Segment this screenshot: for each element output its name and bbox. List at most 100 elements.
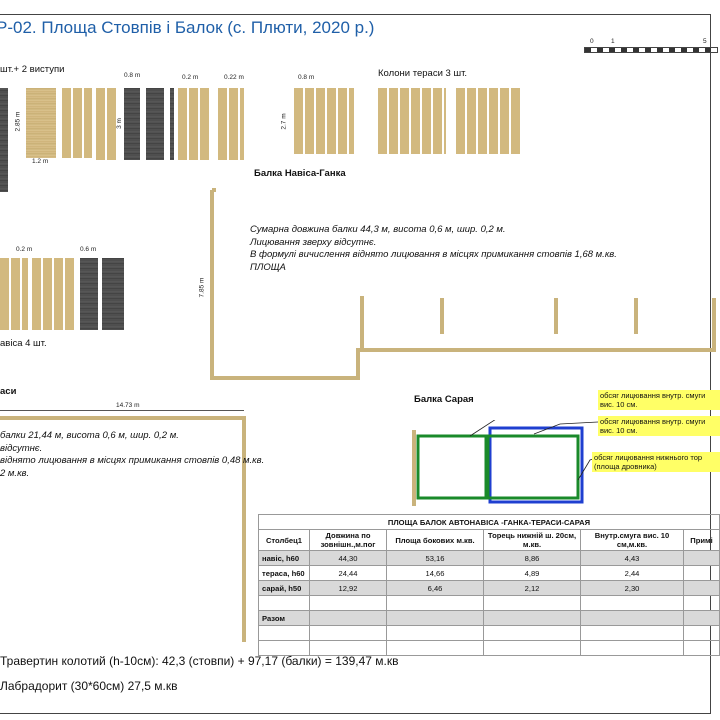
cell: навіс, h60 — [258, 550, 310, 566]
cell: сарай, h50 — [258, 580, 310, 596]
terrace-column-2 — [378, 88, 446, 154]
cell — [580, 625, 684, 641]
post-dark-edge — [0, 88, 8, 192]
cell — [683, 550, 720, 566]
table-row: тераса, h60 24,44 14,66 4,89 2,44 — [258, 565, 720, 581]
scale-label-0: 0 — [590, 38, 594, 45]
beam-terrace-note-3: віднято лицювання в місцях примикання ст… — [0, 455, 265, 466]
scale-label-5: 5 — [703, 38, 707, 45]
barn-callout-1-line-2: вис. 10 см. — [600, 400, 638, 409]
dim-0-6-canopy: 0.6 m — [80, 246, 97, 253]
post-dark-1 — [124, 88, 140, 160]
cell: 4,89 — [483, 565, 581, 581]
cell: 2,44 — [580, 565, 684, 581]
cell — [683, 610, 720, 626]
beam-terrace-heading: аси — [0, 386, 17, 397]
barn-callout-2: обсяг лицювання внутр. смуги вис. 10 см. — [598, 416, 720, 436]
barn-callout-2-line-2: вис. 10 см. — [600, 426, 638, 435]
cell: тераса, h60 — [258, 565, 310, 581]
cell — [258, 595, 310, 611]
scale-bar: 0 1 5 — [580, 38, 718, 60]
beam-canopy-note-2: Лицювання зверху відсутнє. — [250, 236, 377, 248]
canopy-post-dark-1 — [80, 258, 98, 330]
terrace-columns-label: Колони тераси 3 шт. — [378, 68, 468, 79]
beam-terrace-notes: балки 21,44 м, висота 0,6 м, шир. 0,2 м.… — [0, 430, 264, 480]
cell: 2,12 — [483, 580, 581, 596]
beam-canopy-plan — [210, 188, 716, 380]
post-stone-5 — [218, 88, 244, 160]
post-dark-3 — [170, 88, 174, 160]
dim-1-2: 1.2 m — [32, 158, 49, 165]
table-row — [258, 640, 720, 656]
cell — [258, 625, 310, 641]
cell: Разом — [258, 610, 310, 626]
cell — [580, 610, 684, 626]
table-row — [258, 595, 720, 611]
beam-terrace-outline — [0, 416, 246, 642]
dim-0-2-a: 0.2 m — [182, 74, 199, 81]
cell: 4,43 — [580, 550, 684, 566]
col-header-4: Внутр.смуга вис. 10 см,м.кв. — [580, 529, 684, 551]
cell: 6,46 — [386, 580, 484, 596]
dim-3m: 3 m — [115, 118, 123, 129]
cell — [580, 640, 684, 656]
page-title: Р-02. Площа Стовпів і Балок (с. Плюти, 2… — [0, 18, 375, 37]
post-stone-3 — [96, 88, 116, 160]
beam-canopy-note-1: Сумарна довжина балки 44,3 м, висота 0,6… — [250, 224, 506, 235]
scale-label-1: 1 — [611, 38, 615, 45]
dim-line-14-73 — [0, 410, 244, 411]
cell — [386, 625, 484, 641]
cell — [483, 610, 581, 626]
cell — [309, 595, 387, 611]
beam-barn-heading: Балка Сарая — [414, 394, 474, 405]
cell — [483, 640, 581, 656]
cell — [386, 595, 484, 611]
posts-group-label: шт.+ 2 виступи — [0, 64, 65, 75]
beam-area-table: ПЛОЩА БАЛОК АВТОНАВІСА -ГАНКА-ТЕРАСИ-САР… — [258, 514, 720, 656]
post-stone-4 — [178, 88, 210, 160]
barn-callout-2-line-1: обсяг лицювання внутр. смуги — [600, 417, 706, 426]
dim-0-22: 0.22 m — [224, 74, 244, 81]
cell — [483, 595, 581, 611]
col-header-0: Столбец1 — [258, 529, 310, 551]
dim-2-7: 2.7 m — [280, 113, 288, 130]
barn-callout-3-line-2: (площа дровника) — [594, 462, 657, 471]
table-row: сарай, h50 12,92 6,46 2,12 2,30 — [258, 580, 720, 596]
cell — [386, 610, 484, 626]
col-header-3: Торець нижній ш. 20см, м.кв. — [483, 529, 581, 551]
beam-canopy-note-4: ПЛОЩА — [250, 261, 286, 273]
dim-2-85: 2.85 m — [14, 111, 22, 132]
scale-ticks — [584, 47, 718, 53]
beam-canopy-note-3: В формулі вичислення віднято лицювання в… — [250, 249, 617, 260]
dim-0-2-canopy: 0.2 m — [16, 246, 33, 253]
barn-green-right — [486, 434, 580, 500]
beam-canopy-heading: Балка Навіса-Ганка — [254, 168, 346, 179]
table-header-row: Столбец1 Довжина по зовнішн.,м.пог Площа… — [258, 529, 720, 551]
cell: 24,44 — [309, 565, 387, 581]
cell: 8,86 — [483, 550, 581, 566]
cell — [386, 640, 484, 656]
barn-callout-3-line-1: обсяг лицювання нижнього тор — [594, 453, 703, 462]
post-stone-1 — [26, 88, 56, 158]
col-header-5: Примі — [683, 529, 720, 551]
cell — [309, 610, 387, 626]
barn-stone-edge — [412, 430, 416, 506]
cell — [309, 625, 387, 641]
canopy-posts-label: авіса 4 шт. — [0, 338, 47, 349]
barn-green-left — [416, 434, 488, 500]
cell: 12,92 — [309, 580, 387, 596]
terrace-column-3 — [456, 88, 520, 154]
cell — [683, 580, 720, 596]
table-row: навіс, h60 44,30 53,16 8,86 4,43 — [258, 550, 720, 566]
canopy-post-stone-2 — [32, 258, 76, 330]
dim-0-8-terrace: 0.8 m — [298, 74, 315, 81]
cell: 44,30 — [309, 550, 387, 566]
beam-canopy-outline — [210, 188, 716, 380]
cell — [683, 565, 720, 581]
beam-terrace-plan — [0, 416, 246, 642]
col-header-1: Довжина по зовнішн.,м.пог — [309, 529, 387, 551]
barn-blue-outline — [488, 426, 584, 504]
drawing-frame — [0, 14, 711, 714]
cell — [580, 595, 684, 611]
terrace-column-1 — [294, 88, 354, 154]
